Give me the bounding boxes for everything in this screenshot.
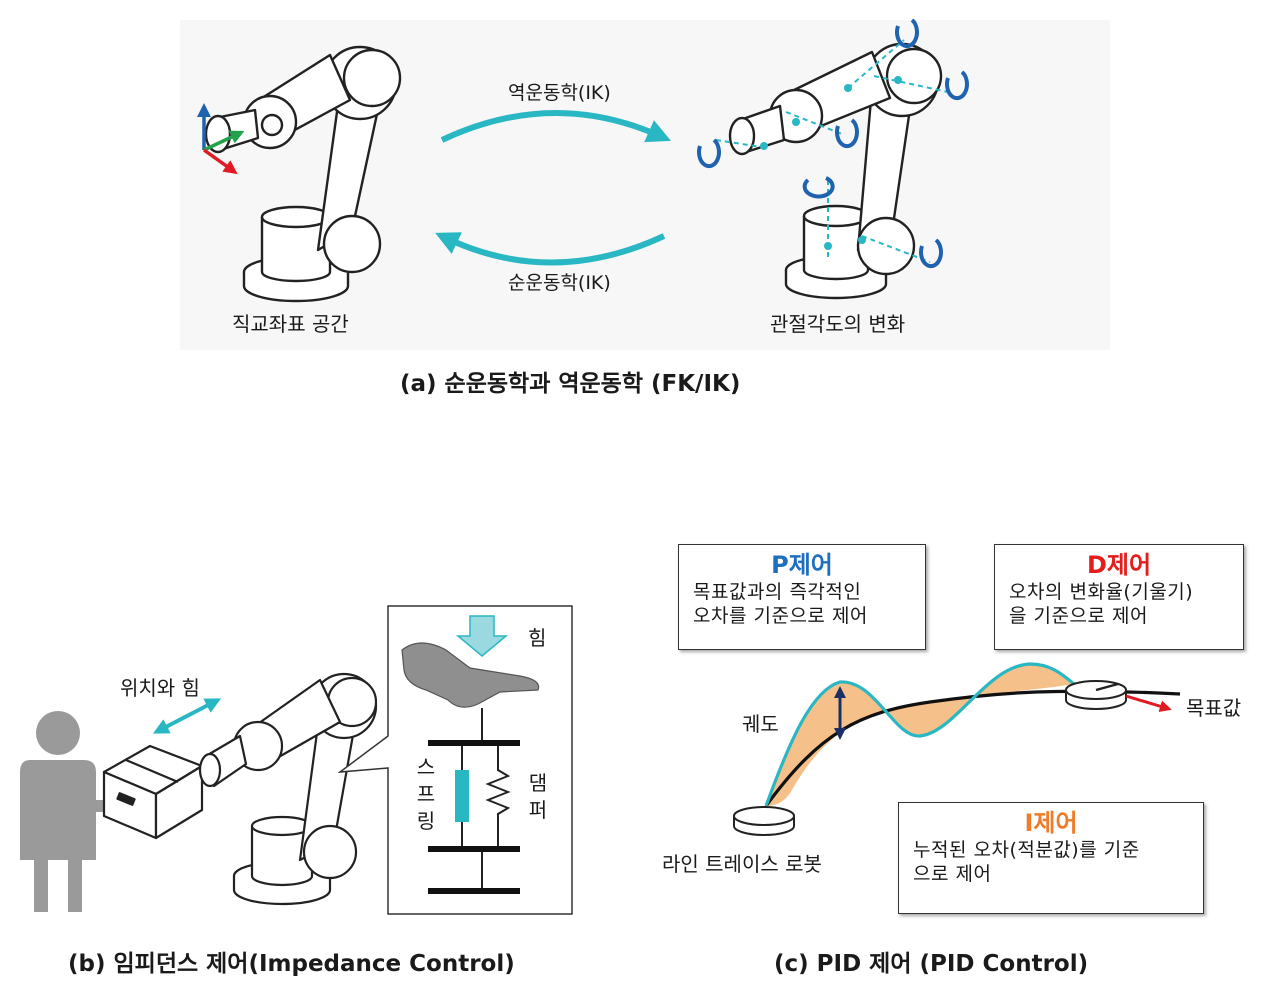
i-control-box: I제어 누적된 오차(적분값)를 기준 으로 제어: [898, 802, 1204, 914]
person-silhouette: [20, 711, 118, 912]
p-control-title: P제어: [771, 551, 833, 579]
target-direction-arrow: [1125, 694, 1172, 713]
impedance-callout: [337, 605, 573, 915]
robot-arm-left: [204, 45, 402, 303]
p-control-text-1: 목표값과의 즉각적인: [693, 580, 862, 603]
spring-damper: [428, 708, 520, 894]
target-label: 목표값: [1186, 696, 1242, 720]
trajectory-line: [764, 662, 1075, 807]
robot-arm-right: [728, 42, 943, 300]
panel-a-caption: (a) 순운동학과 역운동학 (FK/IK): [400, 371, 741, 397]
force-label: 힘: [528, 626, 547, 650]
position-force-label: 위치와 힘: [120, 676, 200, 700]
hand-icon: [401, 642, 540, 708]
d-control-text-1: 오차의 변화율(기울기): [1009, 580, 1194, 603]
panel-c-caption: (c) PID 제어 (PID Control): [774, 951, 1089, 977]
cartesian-space-label: 직교좌표 공간: [232, 312, 349, 336]
i-control-text-1: 누적된 오차(적분값)를 기준: [913, 838, 1140, 861]
y-axis-arrow: [203, 130, 245, 152]
position-force-arrow: [152, 698, 222, 734]
spring-label: 스프링: [416, 755, 436, 833]
force-arrow-down: [455, 615, 509, 657]
rotation-arrows: [696, 18, 969, 269]
d-control-title: D제어: [1086, 551, 1152, 579]
robot-arm-b: [198, 672, 378, 906]
joint-points: [760, 76, 902, 250]
trajectory-label: 궤도: [742, 712, 779, 736]
line-trace-robot: [733, 806, 795, 836]
x-axis-arrow: [202, 148, 238, 175]
i-control-text-2: 으로 제어: [913, 863, 992, 886]
target-puck: [1065, 680, 1127, 710]
carried-box: [102, 744, 204, 840]
ik-arrow: [440, 110, 671, 143]
p-control-text-2: 오차를 기준으로 제어: [693, 605, 868, 628]
panel-b: [20, 605, 573, 915]
joint-angle-label: 관절각도의 변화: [770, 312, 906, 336]
i-control-title: I제어: [1024, 809, 1078, 837]
p-control-box: P제어 목표값과의 즉각적인 오차를 기준으로 제어: [678, 544, 926, 650]
damper-label: 댐퍼: [528, 771, 548, 822]
d-control-box: D제어 오차의 변화율(기울기) 을 기준으로 제어: [994, 544, 1244, 650]
d-control-text-2: 을 기준으로 제어: [1009, 605, 1148, 628]
ik-label: 역운동학(IK): [508, 82, 611, 104]
fk-arrow: [435, 232, 666, 266]
robot-label: 라인 트레이스 로봇: [662, 852, 822, 876]
panel-b-caption: (b) 임피던스 제어(Impedance Control): [68, 951, 515, 977]
fk-label: 순운동학(IK): [508, 272, 611, 294]
panel-c: [733, 662, 1181, 836]
panel-a: [180, 18, 1110, 350]
